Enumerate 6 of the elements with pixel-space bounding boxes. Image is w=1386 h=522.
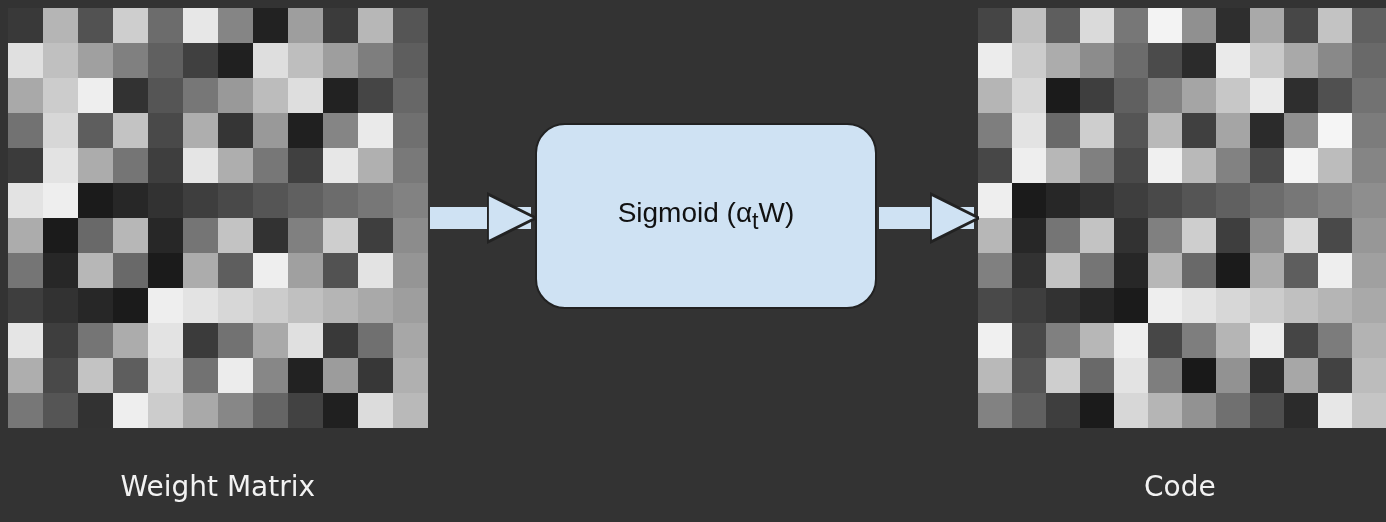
matrix-caption: Weight Matrix bbox=[120, 470, 316, 503]
matrix-caption: Code bbox=[1144, 470, 1216, 503]
block-arrow bbox=[430, 192, 538, 244]
block-arrow bbox=[879, 192, 981, 244]
process-box bbox=[535, 123, 877, 309]
function-label: Sigmoid (α$_{t}$W) bbox=[617, 197, 795, 235]
